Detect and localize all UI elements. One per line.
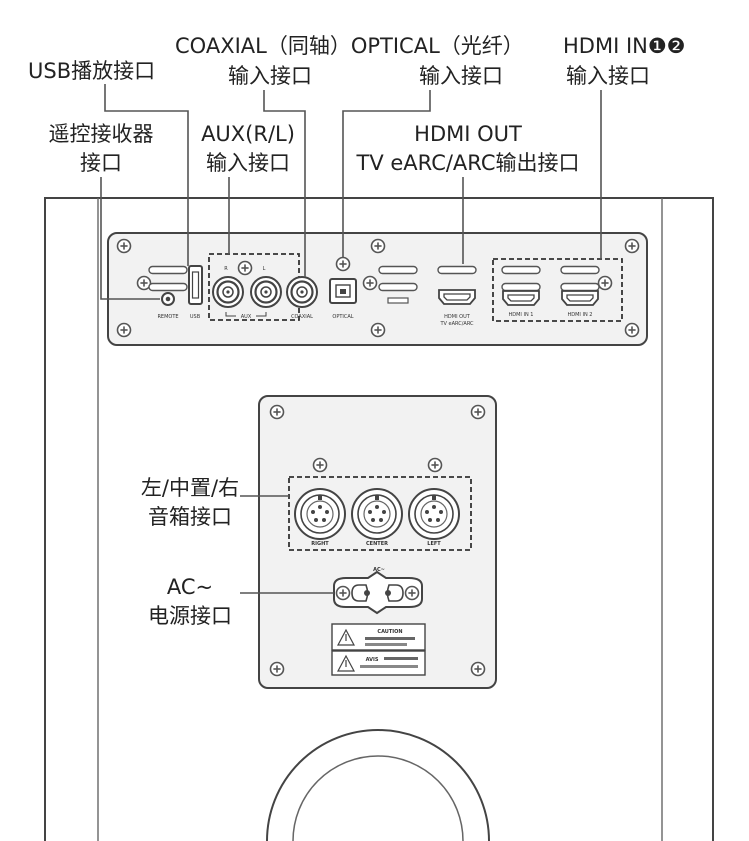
screw-icon (370, 238, 386, 254)
vent-slot (378, 265, 418, 275)
screw-icon (362, 275, 378, 291)
ac-panel-label: AC~ (373, 567, 385, 573)
screw-icon (470, 661, 486, 677)
hdmi-out-port (438, 289, 476, 305)
indicator-slot (387, 297, 409, 304)
speaker-center-jack (351, 488, 403, 540)
hdmi-in-1-panel-label: HDMI IN 1 (509, 312, 534, 318)
aux-label-line2: 输入接口 (206, 151, 290, 175)
connector-panel (107, 232, 648, 346)
hdmi-out-panel-label-2: TV eARC/ARC (439, 321, 474, 327)
leader-lines-top (100, 84, 602, 300)
hdmi-in-2-port (561, 290, 599, 306)
hdmi-out-label-line1: HDMI OUT (414, 122, 522, 146)
warning-label-caution: CAUTION (331, 623, 426, 651)
vent-slot (501, 282, 541, 292)
screw-icon (269, 661, 285, 677)
hdmi-in-header: HDMI IN❶❷ (563, 34, 686, 58)
screw-icon (269, 404, 285, 420)
screw-icon (624, 238, 640, 254)
hdmi-in-2-panel-label: HDMI IN 2 (568, 312, 593, 318)
coaxial-jack (285, 275, 319, 309)
screw-icon (624, 322, 640, 338)
aux-label-line1: AUX(R/L) (201, 122, 295, 146)
vent-slot (560, 265, 600, 275)
usb-panel-label: USB (190, 314, 201, 320)
warning-label-avis: AVIS (331, 650, 426, 676)
svg-text:CAUTION: CAUTION (377, 629, 402, 635)
aux-r-jack (211, 275, 245, 309)
speaker-right-panel-label: RIGHT (311, 541, 329, 547)
speaker-label-line2: 音箱接口 (148, 505, 232, 529)
hdmi-in-1-port (502, 290, 540, 306)
hdmi-out-panel-label-1: HDMI OUT (444, 314, 471, 320)
vent-slot (148, 282, 188, 292)
remote-panel-label: REMOTE (157, 314, 178, 320)
vent-slot (378, 282, 418, 292)
speaker-left-panel-label: LEFT (427, 541, 441, 547)
speaker-right-jack (294, 488, 346, 540)
screw-icon (335, 256, 351, 272)
screw-icon (116, 238, 132, 254)
coaxial-optical-header: COAXIAL（同轴）OPTICAL（光纤） (175, 34, 524, 58)
hdmi-in-dashed-box (492, 258, 623, 322)
woofer-inner-ring (292, 755, 464, 841)
aux-panel-label: AUX (241, 314, 252, 320)
optical-sub-label: 输入接口 (419, 64, 503, 88)
screw-icon (427, 457, 443, 473)
screw-icon (370, 322, 386, 338)
screw-icon (404, 585, 420, 601)
usb-label: USB播放接口 (28, 59, 156, 83)
coaxial-panel-label: COAXIAL (291, 314, 313, 320)
screw-icon (237, 260, 253, 276)
ac-label-line1: AC~ (166, 575, 214, 599)
hdmi-out-label-line2: TV eARC/ARC输出接口 (356, 151, 580, 175)
hdmi-in-sub-label: 输入接口 (566, 64, 650, 88)
coaxial-sub-label: 输入接口 (228, 64, 312, 88)
screw-icon (335, 585, 351, 601)
speaker-dashed-box (288, 476, 472, 551)
aux-r-label: R (224, 266, 228, 272)
screw-icon (597, 275, 613, 291)
vent-slot (560, 282, 600, 292)
optical-panel-label: OPTICAL (332, 314, 353, 320)
screw-icon (470, 404, 486, 420)
svg-text:AVIS: AVIS (366, 657, 379, 663)
ac-label-line2: 电源接口 (148, 604, 232, 628)
speaker-left-jack (408, 488, 460, 540)
aux-l-jack (249, 275, 283, 309)
speaker-label-line1: 左/中置/右 (140, 476, 240, 500)
vent-slot (501, 265, 541, 275)
vent-slot (148, 265, 188, 275)
speaker-center-panel-label: CENTER (366, 541, 388, 547)
ac-inlet (333, 570, 423, 615)
remote-label-line2: 接口 (80, 151, 122, 175)
aux-l-label: L (263, 266, 266, 272)
screw-icon (312, 457, 328, 473)
woofer-outer-ring (266, 729, 490, 841)
remote-label-line1: 遥控接收器 (48, 122, 154, 146)
vent-slot (437, 265, 477, 275)
screw-icon (116, 322, 132, 338)
device-outline (44, 197, 714, 841)
